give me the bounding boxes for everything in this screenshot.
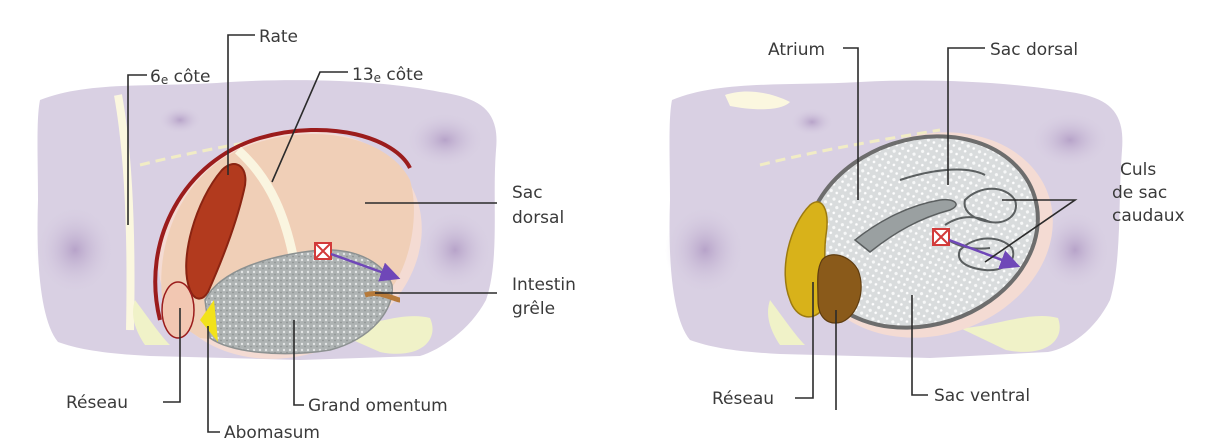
shadow-blotch <box>665 205 745 295</box>
shadow-blotch <box>158 106 202 134</box>
shadow-blotch <box>405 112 485 168</box>
label-reseau-left: Réseau <box>66 393 128 413</box>
label-rate: Rate <box>259 27 298 47</box>
label-atrium: Atrium <box>768 40 825 60</box>
label-13e-cote: 13e côte <box>352 65 423 85</box>
label-sac-dorsal-left-line1: Sac <box>512 183 543 203</box>
label-reseau-right: Réseau <box>712 389 774 409</box>
label-grand-omentum: Grand omentum <box>308 396 448 416</box>
label-sac-dorsal-right: Sac dorsal <box>990 40 1078 60</box>
label-culs-line1: Culs <box>1120 160 1156 180</box>
shadow-blotch <box>1030 112 1110 168</box>
label-6e-cote: 6e côte <box>150 67 211 87</box>
shadow-blotch <box>417 210 493 290</box>
label-sac-ventral: Sac ventral <box>934 386 1030 406</box>
label-culs-line3: caudaux <box>1112 206 1185 226</box>
label-culs-line2: de sac <box>1112 183 1167 203</box>
label-sac-dorsal-left-line2: dorsal <box>512 208 564 228</box>
shadow-blotch <box>790 108 834 136</box>
right-panel: Atrium Sac dorsal Culs de sac caudaux Ré… <box>665 40 1185 410</box>
reseau-left <box>162 282 194 338</box>
label-abomasum: Abomasum <box>224 423 320 441</box>
shadow-blotch <box>35 205 115 295</box>
label-intestin-line2: grêle <box>512 299 555 319</box>
label-intestin-line1: Intestin <box>512 275 576 295</box>
left-panel: 6e côte Rate 13e côte Sac dorsal Intesti… <box>35 27 576 441</box>
